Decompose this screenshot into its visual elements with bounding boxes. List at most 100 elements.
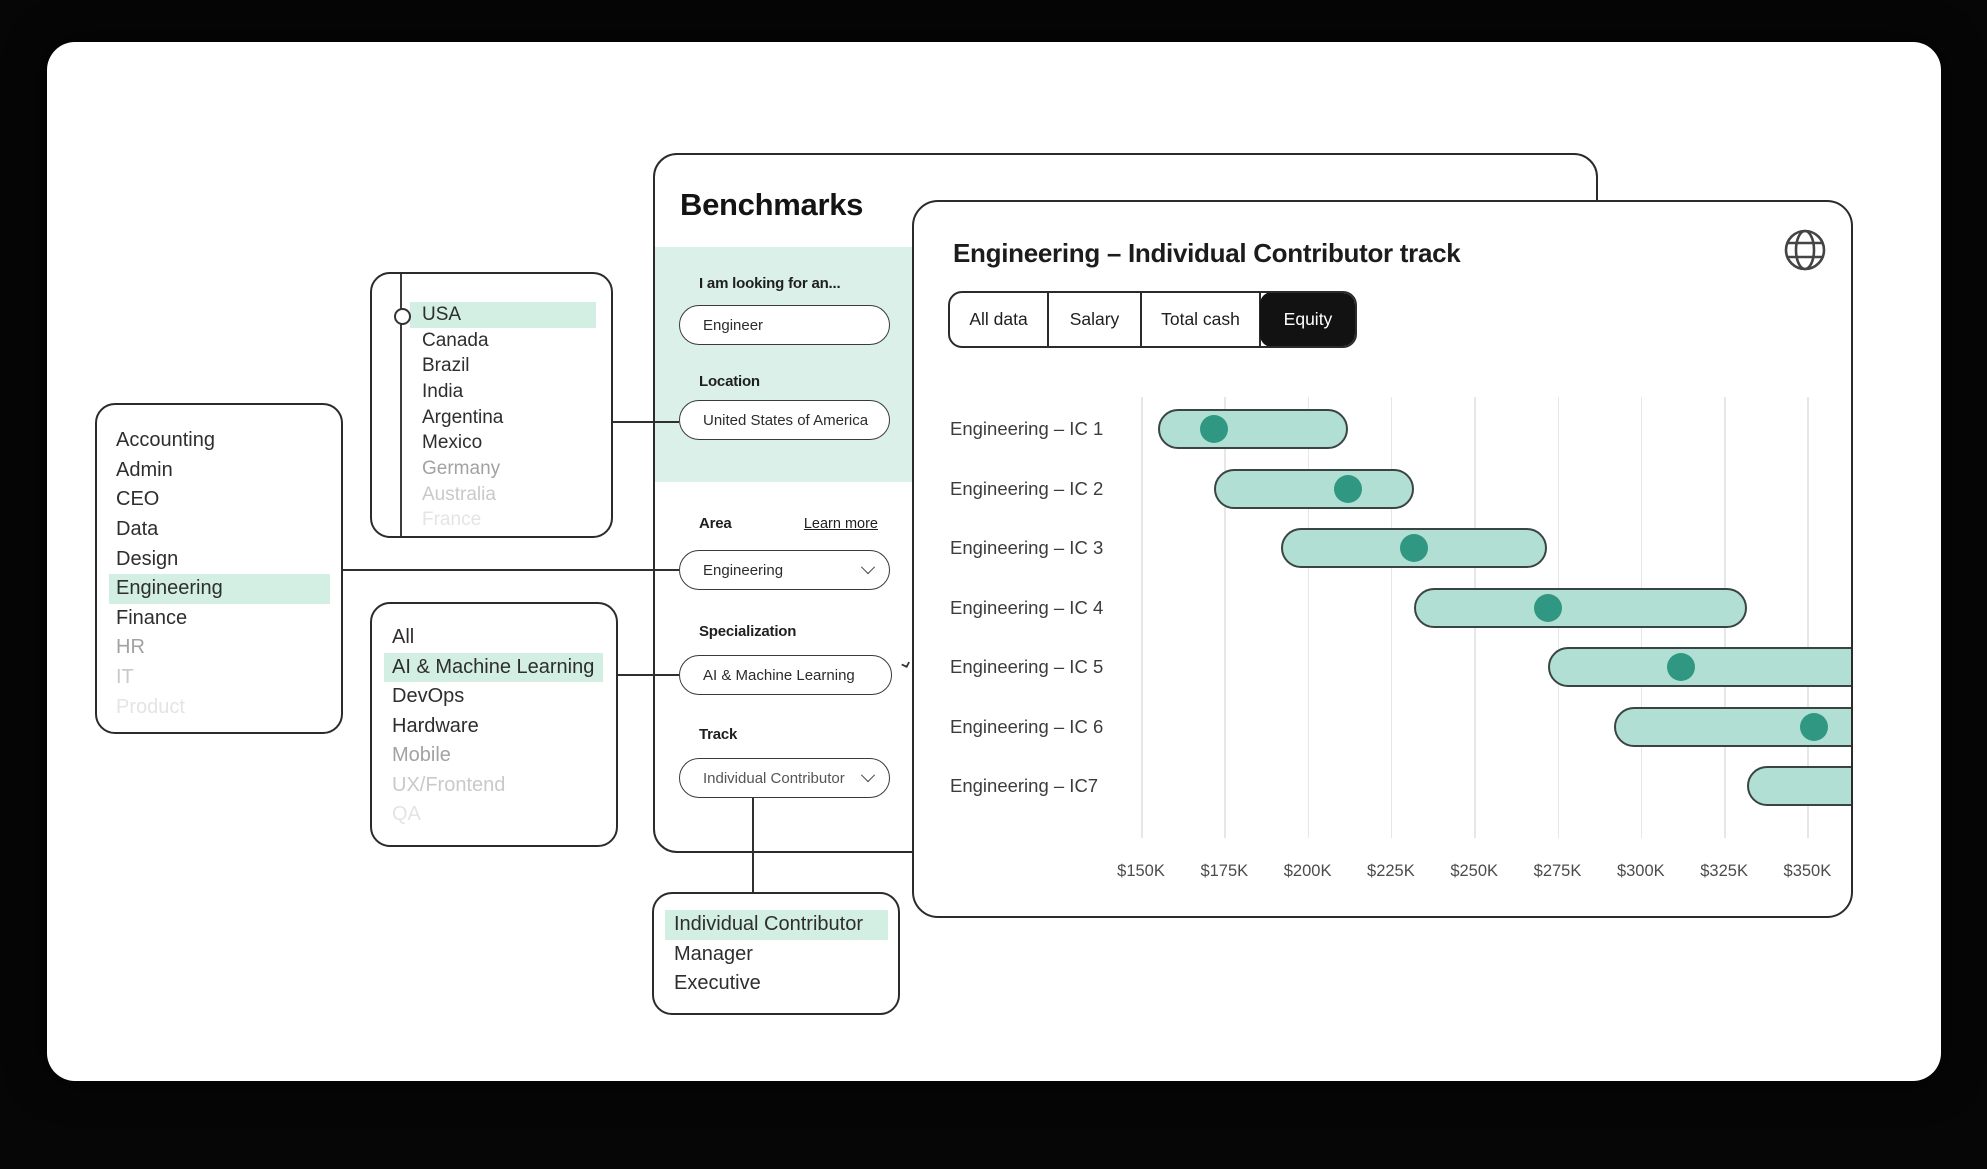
department-option-it[interactable]: IT: [109, 663, 330, 693]
axis-tick-label: $150K: [1117, 862, 1165, 880]
looking-for-input[interactable]: Engineer: [679, 305, 890, 345]
range-bar: [1547, 647, 1851, 687]
tab-equity[interactable]: Equity: [1260, 293, 1355, 346]
axis-tick-label: $175K: [1200, 862, 1249, 880]
country-option-mexico[interactable]: Mexico: [410, 430, 596, 456]
country-option-brazil[interactable]: Brazil: [410, 353, 596, 379]
axis-tick-label: $250K: [1450, 862, 1499, 880]
connector-usa-to-location: [613, 421, 679, 423]
median-dot: [1666, 653, 1695, 681]
country-option-germany[interactable]: Germany: [410, 456, 596, 482]
country-option-label: Australia: [422, 483, 496, 505]
chart-row-label: Engineering – IC 2: [950, 477, 1104, 499]
specialization-select[interactable]: AI & Machine Learning: [679, 655, 892, 695]
track-option-individual-contributor[interactable]: Individual Contributor: [665, 910, 888, 940]
median-dot: [1400, 534, 1429, 562]
specialization-option-label: Mobile: [392, 744, 451, 767]
country-option-label: Germany: [422, 457, 501, 479]
gridline: [1390, 397, 1393, 838]
department-option-label: Accounting: [116, 429, 215, 452]
country-option-australia[interactable]: Australia: [410, 482, 596, 508]
specialization-option-all[interactable]: All: [384, 623, 603, 653]
track-option-label: Manager: [674, 942, 753, 965]
department-option-admin[interactable]: Admin: [109, 456, 330, 486]
department-option-label: Engineering: [116, 577, 223, 600]
country-connector-rule: [400, 274, 402, 536]
department-option-label: Data: [116, 518, 159, 541]
track-option-label: Executive: [674, 972, 761, 995]
department-option-accounting[interactable]: Accounting: [109, 426, 330, 456]
track-option-label: Individual Contributor: [674, 913, 863, 936]
tab-salary[interactable]: Salary: [1049, 293, 1142, 346]
location-input[interactable]: United States of America: [679, 400, 890, 440]
chart-row-label: Engineering – IC 3: [950, 537, 1104, 558]
connector-track-to-list: [752, 798, 754, 893]
specialization-option-qa[interactable]: QA: [384, 800, 603, 830]
benchmarks-title: Benchmarks: [680, 187, 864, 222]
department-option-ceo[interactable]: CEO: [109, 485, 330, 515]
tab-total-cash[interactable]: Total cash: [1142, 293, 1261, 346]
track-select[interactable]: Individual Contributor: [679, 758, 890, 798]
country-option-france[interactable]: France: [410, 508, 596, 534]
country-option-india[interactable]: India: [410, 379, 596, 405]
specialization-option-mobile[interactable]: Mobile: [384, 741, 603, 771]
globe-icon: [1784, 229, 1826, 271]
gridline: [1224, 397, 1226, 838]
gridline: [1141, 397, 1143, 838]
specialization-option-label: QA: [392, 803, 421, 826]
area-select[interactable]: Engineering: [679, 550, 890, 590]
department-option-finance[interactable]: Finance: [109, 604, 330, 634]
department-option-data[interactable]: Data: [109, 515, 330, 545]
specialization-option-devops[interactable]: DevOps: [384, 682, 603, 712]
department-option-hr[interactable]: HR: [109, 633, 330, 663]
specialization-label: Specialization: [699, 623, 797, 640]
area-value: Engineering: [703, 561, 784, 579]
axis-tick-label: $200K: [1283, 862, 1332, 880]
department-option-design[interactable]: Design: [109, 544, 330, 574]
country-option-canada[interactable]: Canada: [410, 328, 596, 354]
department-option-product[interactable]: Product: [109, 692, 330, 722]
chart-row-label: Engineering – IC 6: [950, 715, 1104, 737]
country-option-label: India: [422, 380, 464, 402]
median-dot: [1333, 474, 1362, 503]
track-value: Individual Contributor: [703, 769, 845, 787]
department-option-label: Admin: [116, 458, 173, 481]
range-bar: [1157, 409, 1348, 449]
median-dot: [1800, 712, 1829, 741]
specialization-option-ai-machine-learning[interactable]: AI & Machine Learning: [384, 652, 603, 682]
range-bar: [1747, 766, 1851, 806]
specialization-option-hardware[interactable]: Hardware: [384, 712, 603, 742]
connector-spec-to-field: [618, 674, 679, 676]
specialization-option-label: UX/Frontend: [392, 773, 506, 796]
range-bar: [1214, 468, 1415, 509]
chart-panel: Engineering – Individual Contributor tra…: [912, 200, 1853, 918]
tab-all-data[interactable]: All data: [950, 293, 1049, 346]
specialization-option-ux-frontend[interactable]: UX/Frontend: [384, 771, 603, 801]
gridline: [1307, 397, 1310, 838]
axis-tick-label: $350K: [1783, 862, 1832, 880]
department-option-engineering[interactable]: Engineering: [109, 573, 330, 604]
gridline: [1807, 397, 1809, 838]
looking-for-label: I am looking for an...: [699, 275, 841, 292]
looking-for-value: Engineer: [703, 316, 764, 334]
specialization-option-label: All: [392, 626, 415, 649]
specialization-option-label: Hardware: [392, 714, 479, 737]
track-label: Track: [699, 726, 738, 743]
location-value: United States of America: [703, 411, 869, 429]
learn-more-link[interactable]: Learn more: [803, 516, 878, 532]
country-option-usa[interactable]: USA: [410, 302, 596, 328]
track-option-executive[interactable]: Executive: [665, 969, 888, 999]
median-dot: [1200, 415, 1229, 443]
department-option-label: IT: [116, 666, 134, 689]
country-option-argentina[interactable]: Argentina: [410, 405, 596, 431]
department-option-label: CEO: [116, 488, 160, 511]
location-label: Location: [699, 373, 760, 390]
axis-tick-label: $325K: [1700, 862, 1748, 880]
axis-tick-label: $275K: [1533, 862, 1582, 880]
range-bar: [1414, 587, 1748, 628]
track-option-manager[interactable]: Manager: [665, 940, 888, 970]
country-option-label: Argentina: [422, 406, 504, 428]
